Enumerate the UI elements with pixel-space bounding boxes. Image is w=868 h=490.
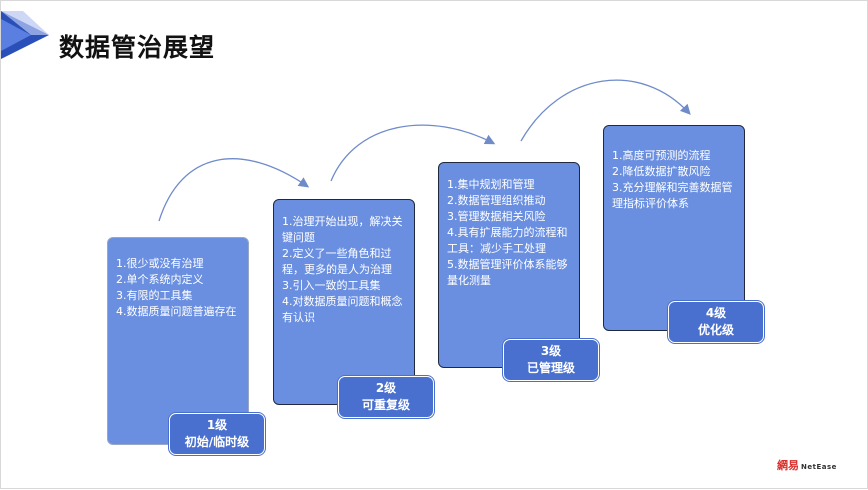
level-2-item: 2.定义了一些角色和过程，更多的是人为治理 [282,247,392,276]
level-3-item: 3.管理数据相关风险 [447,210,546,223]
level-4-item: 3.充分理解和完善数据管理指标评价体系 [612,181,733,210]
level-1-item: 3.有限的工具集 [116,289,193,302]
level-2-item: 4.对数据质量问题和概念有认识 [282,295,403,324]
level-4-item: 1.高度可预测的流程 [612,149,711,162]
arrow-3-to-4 [520,79,691,142]
level-4-badge: 4级 优化级 [668,301,764,343]
level-1-item: 2.单个系统内定义 [116,273,204,286]
level-4-name: 优化级 [697,323,734,337]
level-1-item: 4.数据质量问题普遍存在 [116,305,237,318]
level-2-number: 2级 [375,381,397,395]
level-2-badge: 2级 可重复级 [338,376,434,418]
level-1-name: 初始/临时级 [184,435,250,449]
level-3-item: 5.数据管理评价体系能够量化测量 [447,258,568,287]
level-1-item: 1.很少或没有治理 [116,257,204,270]
arrow-2-to-3 [330,124,496,182]
level-4-number: 4级 [705,306,727,320]
logo-en: NetEase [801,463,837,471]
logo-cn: 網易 [777,459,799,472]
level-3-number: 3级 [540,344,562,358]
level-2-item: 3.引入一致的工具集 [282,279,381,292]
level-2-item: 1.治理开始出现，解决关键问题 [282,215,403,244]
level-1-badge: 1级 初始/临时级 [169,413,265,455]
level-3-item: 1.集中规划和管理 [447,178,535,191]
level-4-card: 1.高度可预测的流程 2.降低数据扩散风险 3.充分理解和完善数据管理指标评价体… [603,125,745,331]
level-3-card: 1.集中规划和管理 2.数据管理组织推动 3.管理数据相关风险 4.具有扩展能力… [438,162,580,368]
level-1-number: 1级 [206,418,228,432]
level-4-item: 2.降低数据扩散风险 [612,165,711,178]
level-3-name: 已管理级 [526,361,575,375]
corner-decoration [1,11,49,59]
level-3-item: 2.数据管理组织推动 [447,194,546,207]
level-2-name: 可重复级 [361,398,410,412]
level-2-card: 1.治理开始出现，解决关键问题 2.定义了一些角色和过程，更多的是人为治理 3.… [273,199,415,405]
level-3-item: 4.具有扩展能力的流程和工具：减少手工处理 [447,226,568,255]
page-title: 数据管治展望 [59,33,216,62]
level-1-card: 1.很少或没有治理 2.单个系统内定义 3.有限的工具集 4.数据质量问题普遍存… [107,237,249,445]
arrow-1-to-2 [158,158,310,222]
level-3-badge: 3级 已管理级 [503,339,599,381]
